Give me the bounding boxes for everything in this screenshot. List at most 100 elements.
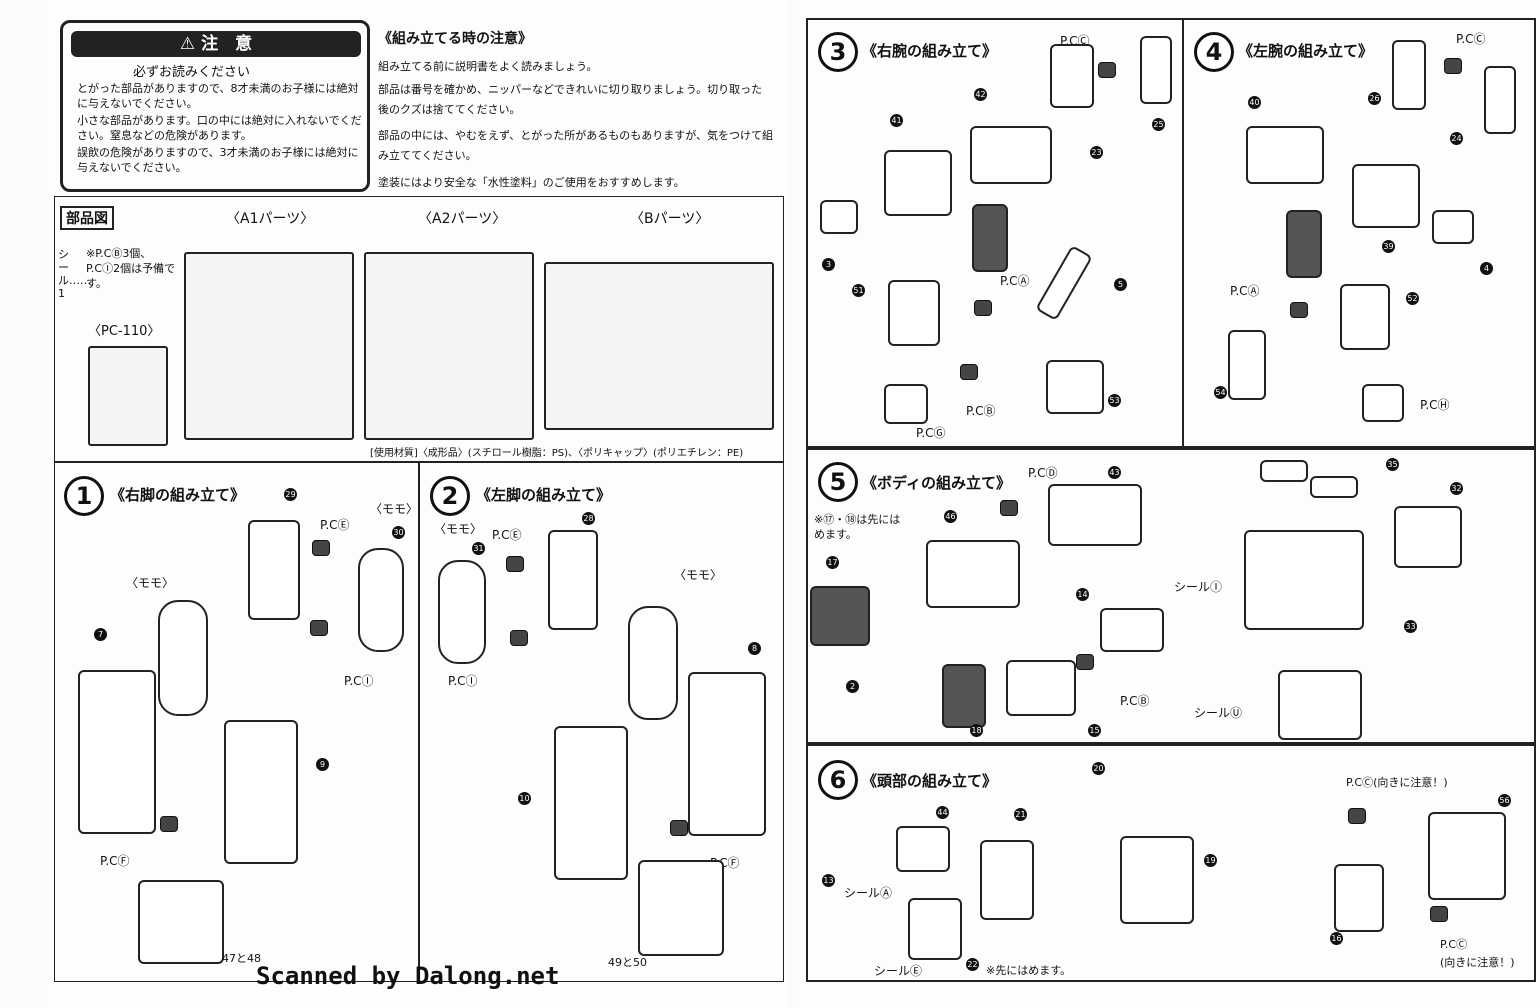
step4-number: 4 bbox=[1194, 32, 1234, 72]
step3-pca: P.CⒶ bbox=[1000, 274, 1030, 288]
step2-momo-part bbox=[628, 606, 678, 720]
step6-number: 6 bbox=[818, 760, 858, 800]
step4-title: 《左腕の組み立て》 bbox=[1238, 42, 1374, 60]
step3-hand bbox=[884, 384, 928, 424]
left-page: ⚠ 注 意 必ずお読みください とがった部品がありますので、8才未満のお子様には… bbox=[48, 0, 788, 1008]
step2-shin-inner bbox=[554, 726, 628, 880]
b-runner bbox=[544, 262, 774, 430]
part-20: 20 bbox=[1092, 762, 1105, 775]
parts-a2-label: 〈A2パーツ〉 bbox=[418, 211, 507, 227]
step2-thigh bbox=[438, 560, 486, 664]
notes-item-3: 部品の中には、やむをえず、とがった所があるものもありますが、気をつけて組み立てて… bbox=[378, 129, 774, 162]
step4-forearm-cover bbox=[1228, 330, 1266, 400]
step2-title: 《左脚の組み立て》 bbox=[476, 486, 612, 504]
step3-forearm-cover bbox=[1046, 360, 1104, 414]
part-13: 13 bbox=[822, 874, 835, 887]
step4-pc-a bbox=[1290, 302, 1308, 318]
step4-panel bbox=[1182, 18, 1536, 448]
step4-shoulder-upper bbox=[1246, 126, 1324, 184]
step5-back bbox=[1048, 484, 1142, 546]
step4-forearm bbox=[1340, 284, 1390, 350]
step3-title: 《右腕の組み立て》 bbox=[862, 42, 998, 60]
step5-vent-2 bbox=[1310, 476, 1358, 498]
step3-pcg: P.CⒼ bbox=[916, 426, 946, 440]
step6-pcc2: P.CⒸ bbox=[1440, 938, 1468, 951]
part-47-48: 47と48 bbox=[222, 952, 261, 965]
part-32: 32 bbox=[1450, 482, 1463, 495]
pc-runner-label: 〈PC-110〉 bbox=[88, 324, 161, 339]
step4-hand bbox=[1362, 384, 1404, 422]
part-17: 17 bbox=[826, 556, 839, 569]
part-21: 21 bbox=[1014, 808, 1027, 821]
part-3: 3 bbox=[822, 258, 835, 271]
part-49-50: 49と50 bbox=[608, 956, 647, 969]
part-46: 46 bbox=[944, 510, 957, 523]
step2-pce: P.CⒺ bbox=[492, 528, 522, 542]
step6-pcc: P.CⒸ(向きに注意！) bbox=[1346, 776, 1448, 789]
step2-momo-right: 〈モモ〉 bbox=[674, 568, 723, 582]
step5-pc-d bbox=[1000, 500, 1018, 516]
part-10: 10 bbox=[518, 792, 531, 805]
caution-item-1: とがった部品がありますので、8才未満のお子様には絶対に与えないでください。 bbox=[77, 82, 359, 110]
part-9: 9 bbox=[316, 758, 329, 771]
caution-header: ⚠ 注 意 bbox=[71, 31, 361, 57]
part-35: 35 bbox=[1386, 458, 1399, 471]
part-29: 29 bbox=[284, 488, 297, 501]
step3-elbow bbox=[1050, 44, 1094, 108]
step2-pc-f bbox=[670, 820, 688, 836]
a2-runner bbox=[364, 252, 534, 440]
step5-torso-assembled bbox=[1244, 530, 1364, 630]
scan-credit: Scanned by Dalong.net bbox=[256, 962, 560, 990]
step6-pc-c-bottom bbox=[1430, 906, 1448, 922]
step5-note: ※⑰・⑱は先にはめます。 bbox=[814, 513, 901, 541]
part-41: 41 bbox=[890, 114, 903, 127]
part-5: 5 bbox=[1114, 278, 1127, 291]
step6-backpack bbox=[1428, 812, 1506, 900]
step1-pc-e bbox=[312, 540, 330, 556]
step5-seal-i: シールⒾ bbox=[1174, 580, 1223, 594]
step2-pc-e bbox=[506, 556, 524, 572]
part-25: 25 bbox=[1152, 118, 1165, 131]
a1-runner bbox=[184, 252, 354, 440]
step1-pci: P.CⒾ bbox=[344, 674, 374, 688]
seal-label: シール……1 bbox=[58, 248, 91, 300]
part-31: 31 bbox=[472, 542, 485, 555]
step4-pca: P.CⒶ bbox=[1230, 284, 1260, 298]
part-30: 30 bbox=[392, 526, 405, 539]
step2-pci: P.CⒾ bbox=[448, 674, 478, 688]
step2-upper-leg bbox=[548, 530, 598, 630]
caution-title: 注 意 bbox=[201, 34, 253, 54]
materials-note: [使用材質]〈成形品〉(スチロール樹脂：PS)、〈ポリキャップ〉(ポリエチレン：… bbox=[370, 448, 744, 459]
part-18: 18 bbox=[970, 724, 983, 737]
step1-upper-leg bbox=[248, 520, 300, 620]
step2-panel bbox=[419, 462, 784, 982]
part-44: 44 bbox=[936, 806, 949, 819]
step5-vent-1 bbox=[1260, 460, 1308, 482]
step3-upper-arm bbox=[972, 204, 1008, 272]
step6-title: 《頭部の組み立て》 bbox=[862, 772, 998, 790]
step3-pc-b bbox=[960, 364, 978, 380]
step1-thigh bbox=[358, 548, 404, 652]
parts-title: 部品図 bbox=[60, 206, 114, 230]
step6-pcc2-note: (向きに注意！) bbox=[1440, 956, 1515, 969]
step2-shin-outer bbox=[688, 672, 766, 836]
step3-pc-c bbox=[1098, 62, 1116, 78]
step5-collar bbox=[810, 586, 870, 646]
step5-lower-body bbox=[1278, 670, 1362, 740]
step1-title: 《右脚の組み立て》 bbox=[110, 486, 246, 504]
step3-number: 3 bbox=[818, 32, 858, 72]
step1-momo-part bbox=[158, 600, 208, 716]
step1-pc-i bbox=[310, 620, 328, 636]
step5-hip bbox=[1006, 660, 1076, 716]
step5-backpack bbox=[1394, 506, 1462, 568]
step1-foot bbox=[138, 880, 224, 964]
parts-a1-label: 〈A1パーツ〉 bbox=[226, 211, 315, 227]
part-42: 42 bbox=[974, 88, 987, 101]
step5-chest bbox=[926, 540, 1020, 608]
step6-note: ※先にはめます。 bbox=[986, 964, 1072, 977]
warning-icon: ⚠ bbox=[179, 34, 196, 54]
notes-item-4: 塗装にはより安全な「水性塗料」のご使用をおすすめします。 bbox=[378, 176, 685, 189]
step3-pcb: P.CⒷ bbox=[966, 404, 996, 418]
part-51: 51 bbox=[852, 284, 865, 297]
step3-small-armor bbox=[820, 200, 858, 234]
